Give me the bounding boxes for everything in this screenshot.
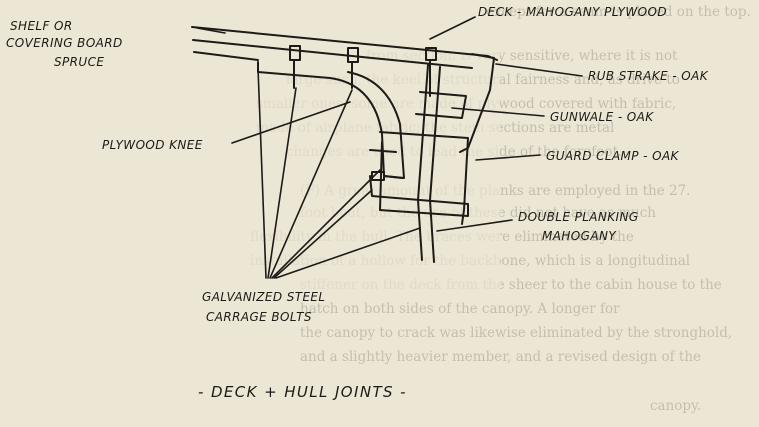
label-gunwale: GUNWALE - OAK xyxy=(550,110,654,124)
label-shelf-line-2: COVERING BOARD xyxy=(6,36,123,50)
rub-strake xyxy=(459,53,495,153)
bolt-callout-4 xyxy=(271,169,381,279)
label-bolts-line-1: GALVANIZED STEEL xyxy=(202,290,326,304)
label-shelf-line-1: SHELF OR xyxy=(10,19,73,33)
label-shelf-line-3: SPRUCE xyxy=(54,55,104,69)
leader-rub-strake xyxy=(495,63,583,77)
carriage-bolts xyxy=(289,45,437,181)
label-planking-line-1: DOUBLE PLANKING xyxy=(518,210,639,224)
guard-clamp xyxy=(379,131,469,225)
lower-bracket xyxy=(369,175,469,217)
bolt-callout-5 xyxy=(273,189,373,279)
bg-line-14: canopy. xyxy=(650,398,701,414)
leader-deck xyxy=(429,16,476,40)
label-bolts-line-2: CARRAGE BOLTS xyxy=(206,310,312,324)
guard-clamp-inner xyxy=(379,141,383,211)
bg-line-11: hatch on both sides of the canopy. A lon… xyxy=(300,301,620,317)
leader-gunwale xyxy=(451,107,545,117)
label-planking-line-2: MAHOGANY xyxy=(542,229,617,243)
bolt-callouts xyxy=(257,67,421,279)
label-deck: DECK - MAHOGANY PLYWOOD xyxy=(478,5,667,19)
bolt-callout-6 xyxy=(275,227,421,279)
bolt-shaft-5 xyxy=(369,149,397,153)
bg-line-12: the canopy to crack was likewise elimina… xyxy=(300,325,732,341)
bolt-callout-3 xyxy=(269,89,353,279)
leader-guard-clamp xyxy=(475,154,541,161)
bolt-callout-1 xyxy=(257,67,267,279)
bg-line-0: except for a seam is placed on the top. xyxy=(486,4,751,20)
leader-shelf xyxy=(196,27,226,34)
plywood-knee xyxy=(257,61,405,179)
component-labels: SHELF OR COVERING BOARD SPRUCE DECK - MA… xyxy=(6,5,709,324)
shelf-bottom-line xyxy=(193,51,259,61)
bolt-shaft-4 xyxy=(383,175,403,179)
label-guard-clamp: GUARD CLAMP - OAK xyxy=(546,149,680,163)
diagram-caption: - DECK + HULL JOINTS - xyxy=(198,383,407,401)
leader-planking xyxy=(436,219,513,232)
label-rub-strake: RUB STRAKE - OAK xyxy=(588,69,709,83)
gunwale xyxy=(415,91,467,119)
deck-middle-line xyxy=(192,39,473,69)
bolt-callout-2 xyxy=(267,87,297,279)
label-plywood-knee: PLYWOOD KNEE xyxy=(102,138,203,152)
bg-line-13: and a slightly heavier member, and a rev… xyxy=(300,349,701,365)
